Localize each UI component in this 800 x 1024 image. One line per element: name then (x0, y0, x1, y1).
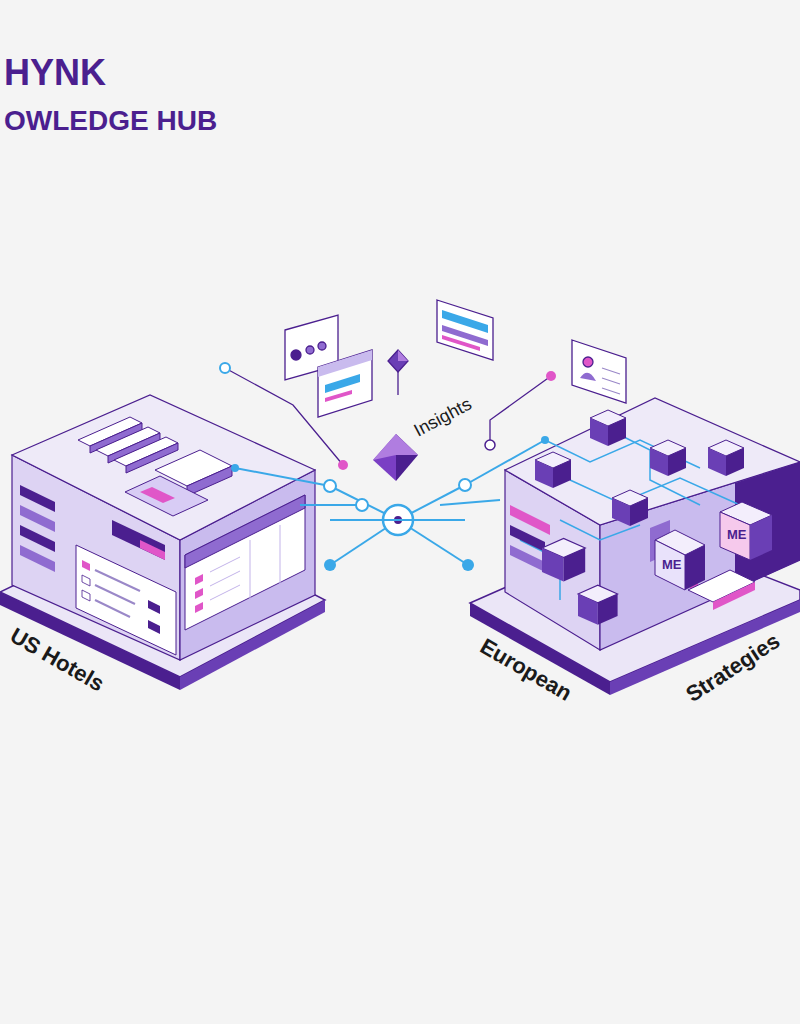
title-text: HYNK (4, 52, 106, 93)
hotel-block-node: US Hotels (0, 390, 330, 710)
insight-diamond: Insights (372, 395, 484, 485)
node-label: Insights (411, 394, 476, 442)
cube-tag: ME (727, 527, 747, 543)
diamond-icon (372, 433, 420, 483)
network-link (330, 519, 465, 521)
node-label: Strategies (681, 628, 785, 708)
node-label: European (475, 633, 576, 707)
cube-tag: ME (662, 557, 682, 573)
strategy-block-node: European Strategies (465, 395, 800, 715)
subtitle-text: OWLEDGE HUB (4, 104, 217, 138)
node-label: US Hotels (5, 623, 108, 698)
